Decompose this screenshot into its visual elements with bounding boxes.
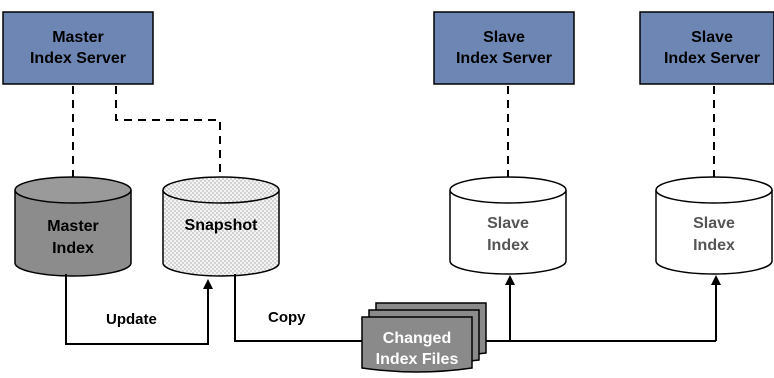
dashed-links	[72, 86, 715, 180]
slave-server-2: Slave Index Server	[639, 11, 774, 85]
files-line1: Changed	[383, 330, 451, 347]
slave-index-2-line2: Index	[693, 237, 735, 254]
copy-connector	[234, 274, 721, 342]
update-arrow	[65, 274, 213, 345]
update-label: Update	[106, 311, 157, 328]
slave-server-1-box	[433, 11, 575, 85]
file-front	[361, 316, 473, 373]
slave-server-1-line2: Index Server	[456, 50, 552, 67]
master-index-cylinder: Master Index	[14, 176, 132, 277]
files-line2: Index Files	[376, 351, 459, 368]
slave-index-2-line1: Slave	[693, 215, 735, 232]
copy-label: Copy	[268, 309, 306, 326]
update-connector	[65, 274, 213, 345]
slave-server-2-line1: Slave	[691, 29, 733, 46]
slave-index-1-line1: Slave	[487, 215, 529, 232]
slave-index-1-cylinder: Slave Index	[449, 176, 567, 275]
slave-server-1: Slave Index Server	[433, 11, 575, 85]
slave-server-2-box	[639, 11, 774, 85]
slave-server-2-line2: Index Server	[664, 50, 760, 67]
master-server-line1: Master	[52, 29, 104, 46]
copy-line	[234, 274, 362, 342]
master-index-line2: Index	[52, 240, 94, 257]
slave-index-2-cylinder: Slave Index	[655, 176, 773, 275]
master-server-box	[2, 11, 154, 85]
slave-server-1-line1: Slave	[483, 29, 525, 46]
master-server: Master Index Server	[2, 11, 154, 85]
snapshot-label: Snapshot	[185, 217, 259, 234]
slave-index-1-line2: Index	[487, 237, 529, 254]
master-index-line1: Master	[47, 218, 99, 235]
master-server-line2: Index Server	[30, 50, 126, 67]
master-to-snapshot-link	[115, 86, 221, 178]
changed-index-files: Changed Index Files	[361, 302, 487, 373]
snapshot-cylinder: Snapshot	[162, 176, 280, 277]
